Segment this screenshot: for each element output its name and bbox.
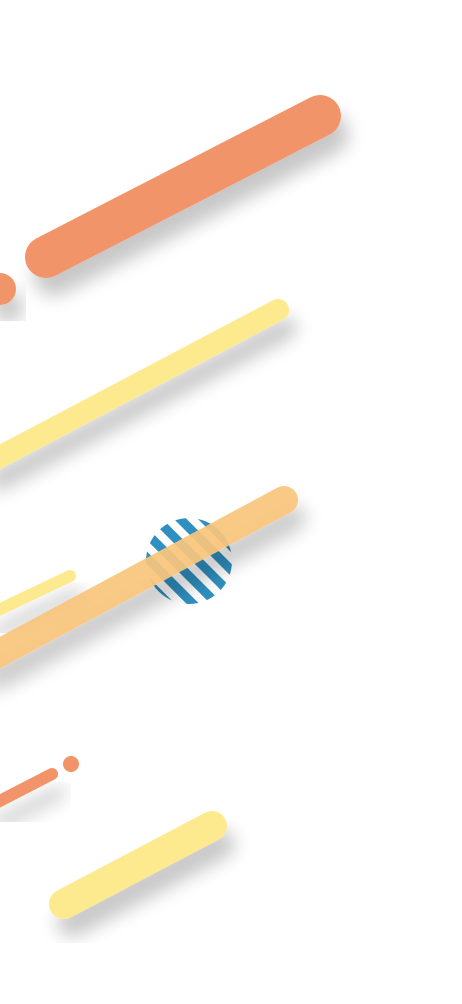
orange-stroke-long bbox=[0, 500, 284, 658]
coral-stroke-large bbox=[46, 116, 320, 257]
yellow-stroke-long bbox=[0, 310, 278, 462]
coral-stroke-thin bbox=[0, 774, 52, 806]
yellow-stroke-bottom bbox=[64, 826, 212, 904]
coral-dot-small bbox=[63, 756, 79, 772]
coral-dot-left bbox=[0, 273, 16, 305]
